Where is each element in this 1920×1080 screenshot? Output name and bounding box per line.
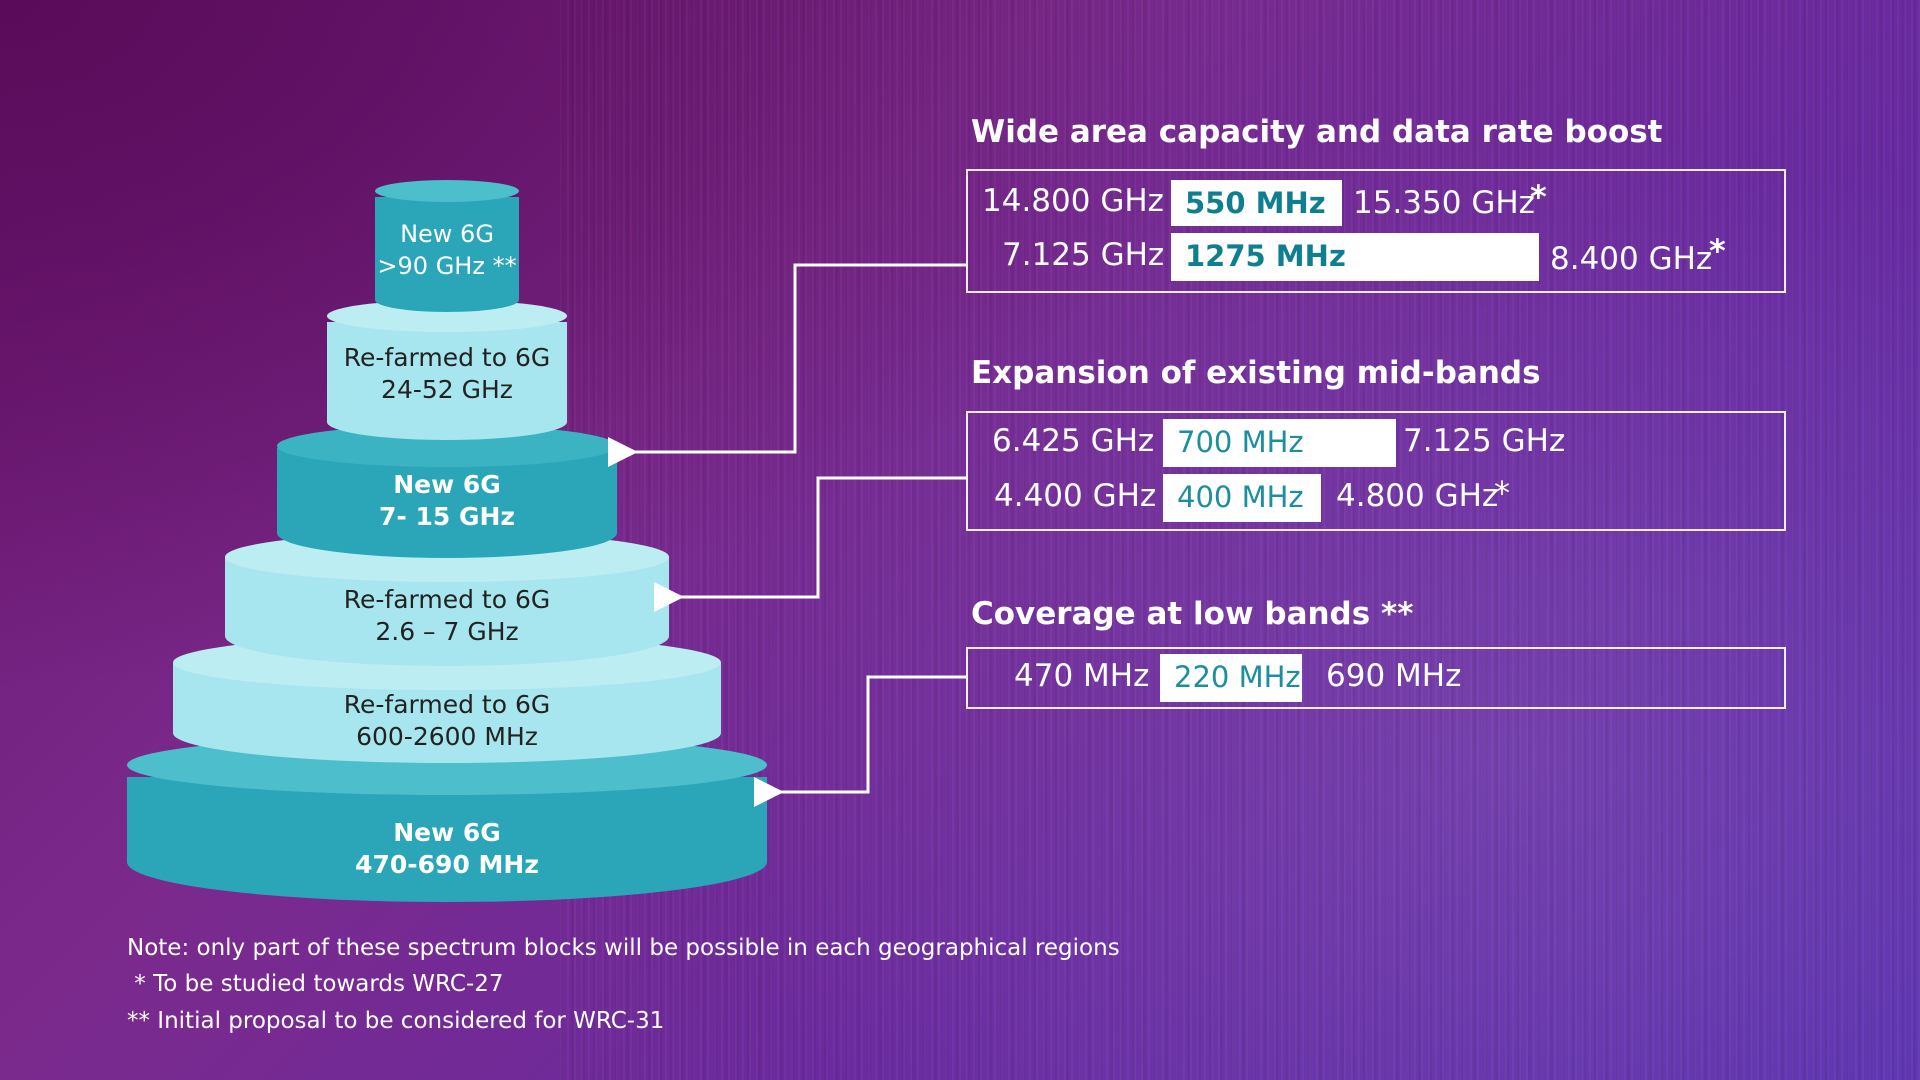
- footnote-star: *: [1709, 232, 1726, 270]
- arrow-wide-to-7-15: [608, 263, 966, 467]
- cake-layer-new-6g-90: New 6G >90 GHz **: [375, 180, 519, 312]
- section-title-mid-bands: Expansion of existing mid-bands: [971, 355, 1541, 391]
- arrow-low-to-470-690: [754, 675, 966, 807]
- cake-layer-label-line2: 7- 15 GHz: [379, 502, 515, 531]
- cake-layer-label-line1: Re-farmed to 6G: [343, 690, 551, 719]
- band-width-bar: 220 MHz: [1160, 654, 1302, 702]
- cake-layer-label-line1: New 6G: [393, 470, 501, 499]
- band-end: 7.125 GHz: [1403, 423, 1566, 459]
- band-width-bar: 1275 MHz: [1171, 233, 1539, 281]
- section-title-low-bands: Coverage at low bands **: [971, 596, 1414, 632]
- band-width-bar: 550 MHz: [1171, 180, 1342, 226]
- note-regions: Note: only part of these spectrum blocks…: [127, 935, 1120, 961]
- section-title-wide-area: Wide area capacity and data rate boost: [971, 114, 1663, 150]
- cake-layer-label-line2: 2.6 – 7 GHz: [375, 617, 519, 646]
- band-width-bar: 700 MHz: [1163, 419, 1396, 467]
- cake-layer-label-line2: 470-690 MHz: [355, 850, 539, 879]
- cake-layer-label-line1: Re-farmed to 6G: [343, 585, 551, 614]
- band-start: 7.125 GHz: [1002, 237, 1165, 273]
- band-end: 4.800 GHz: [1336, 478, 1499, 514]
- cake-layer-label-line2: >90 GHz **: [377, 252, 517, 280]
- band-start: 6.425 GHz: [992, 423, 1155, 459]
- low-bands-box: [966, 647, 1786, 709]
- band-start: 4.400 GHz: [994, 478, 1157, 514]
- note-wrc-27: * To be studied towards WRC-27: [127, 971, 504, 997]
- cake-layer-new-6g-470-690: New 6G 470-690 MHz: [127, 735, 767, 902]
- band-width-bar: 400 MHz: [1163, 474, 1321, 522]
- cake-layer-refarmed-24-52: Re-farmed to 6G 24-52 GHz: [327, 300, 567, 440]
- band-end: 15.350 GHz: [1353, 185, 1535, 221]
- band-end: 8.400 GHz: [1550, 241, 1713, 277]
- cake-layer-label-line1: New 6G: [400, 220, 494, 248]
- band-start: 470 MHz: [1014, 658, 1150, 694]
- band-end: 690 MHz: [1326, 658, 1462, 694]
- cake-layer-new-6g-7-15: New 6G 7- 15 GHz: [277, 425, 617, 558]
- cake-layer-label-line1: Re-farmed to 6G: [343, 343, 551, 372]
- cake-layer-label-line1: New 6G: [393, 818, 501, 847]
- wide-area-box: [966, 169, 1786, 293]
- mid-bands-box: [966, 411, 1786, 531]
- cake-layer-label-line2: 24-52 GHz: [381, 375, 513, 404]
- band-start: 14.800 GHz: [982, 183, 1164, 219]
- cake-layer-label-line2: 600-2600 MHz: [356, 722, 538, 751]
- note-wrc-31: ** Initial proposal to be considered for…: [127, 1008, 665, 1034]
- footnote-star: *: [1530, 178, 1547, 216]
- footnote-star: *: [1494, 474, 1510, 512]
- arrow-mid-to-2-6-7: [654, 476, 966, 612]
